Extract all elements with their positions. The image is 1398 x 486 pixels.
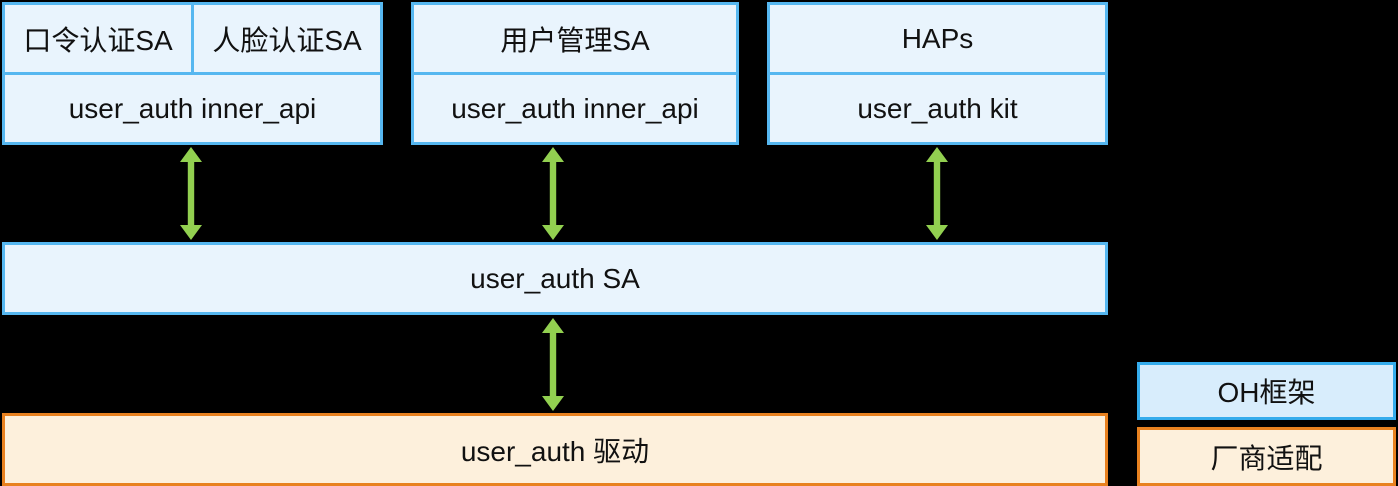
- node-inner-api-middle: user_auth inner_api: [451, 92, 699, 124]
- node-inner-api-left: user_auth inner_api: [68, 92, 317, 124]
- group-auth-executors: 口令认证SA 人脸认证SA user_auth inner_api: [2, 2, 383, 145]
- node-face-auth-sa: 人脸认证SA: [191, 5, 380, 72]
- double-arrow-icon: [542, 147, 564, 240]
- group-user-management: 用户管理SA user_auth inner_api: [411, 2, 739, 145]
- node-user-mgmt-sa: 用户管理SA: [500, 24, 650, 56]
- double-arrow-icon: [542, 318, 564, 411]
- double-arrow-icon: [926, 147, 948, 240]
- node-pin-auth-sa: 口令认证SA: [23, 24, 173, 56]
- double-arrow-icon: [180, 147, 202, 240]
- node-user-auth-kit: user_auth kit: [857, 92, 1018, 124]
- group-haps: HAPs user_auth kit: [767, 2, 1108, 145]
- group-haps-top-row: HAPs: [770, 5, 1105, 75]
- node-haps: HAPs: [901, 22, 974, 54]
- node-user-auth-driver: user_auth 驱动: [2, 413, 1108, 486]
- node-user-auth-sa: user_auth SA: [2, 242, 1108, 315]
- legend-oh-framework: OH框架: [1137, 362, 1396, 420]
- group-user-management-top-row: 用户管理SA: [414, 5, 736, 75]
- legend-vendor-adaptation: 厂商适配: [1137, 427, 1396, 486]
- group-auth-executors-top-row: 口令认证SA 人脸认证SA: [5, 5, 380, 75]
